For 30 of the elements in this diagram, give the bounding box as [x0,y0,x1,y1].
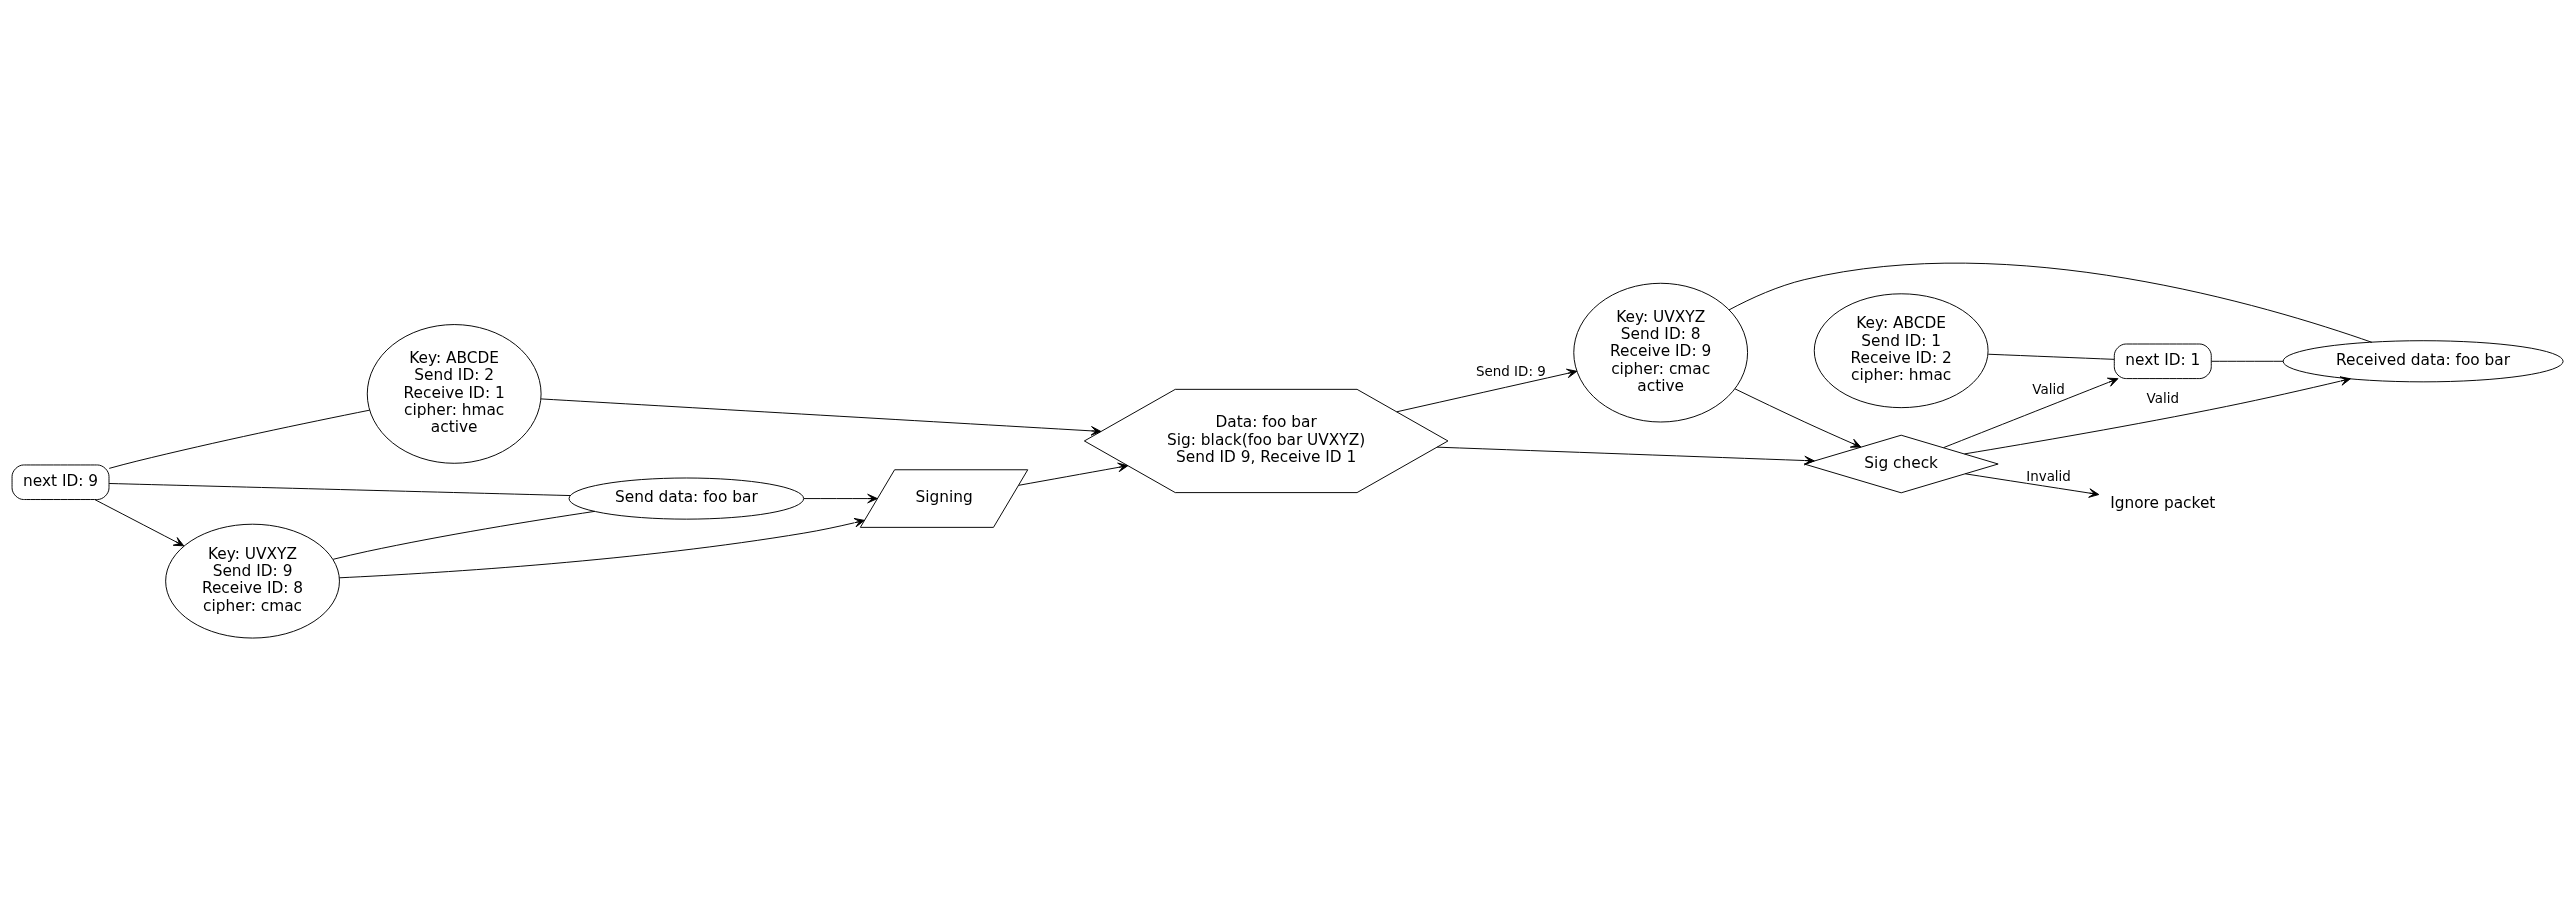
connector [332,510,596,560]
arrow [94,499,185,547]
connector [2210,360,2284,362]
connector [108,409,371,469]
node-box: next ID: 9 [11,464,110,500]
arrow [803,493,878,504]
connector [108,483,571,497]
arrow [1964,376,2351,455]
node-box: next ID: 1 [2113,343,2212,380]
arrow [1436,446,1815,466]
edge-label: Valid [2146,390,2179,406]
edge-label: Valid [2032,382,2065,398]
arrow [338,517,865,579]
edge-label: Send ID: 9 [1476,363,1546,379]
edge-label: Invalid [2026,468,2071,484]
arrow [1734,388,1862,448]
node-ellipse: Key: ABCDE Send ID: 1 Receive ID: 2 cipher: hmac [1813,293,1989,409]
node-ellipse: Received data: foo bar [2282,340,2564,383]
arrow [1018,462,1129,486]
node-ellipse: Key: ABCDE Send ID: 2 Receive ID: 1 cipher: hmac active [366,324,542,464]
node-ellipse: Key: UVXYZ Send ID: 8 Receive ID: 9 cipher: cmac active [1573,282,1749,423]
arrow [1396,368,1578,413]
connector [1987,353,2115,360]
connector [1728,262,2373,343]
arrow [1943,377,2119,449]
node-ellipse: Key: UVXYZ Send ID: 9 Receive ID: 8 cipher: cmac [165,523,340,639]
node-ellipse: Send data: foo bar [568,477,805,520]
arrow [1964,473,2100,498]
arrow [540,398,1102,436]
node-text: Ignore packet [2110,493,2216,512]
